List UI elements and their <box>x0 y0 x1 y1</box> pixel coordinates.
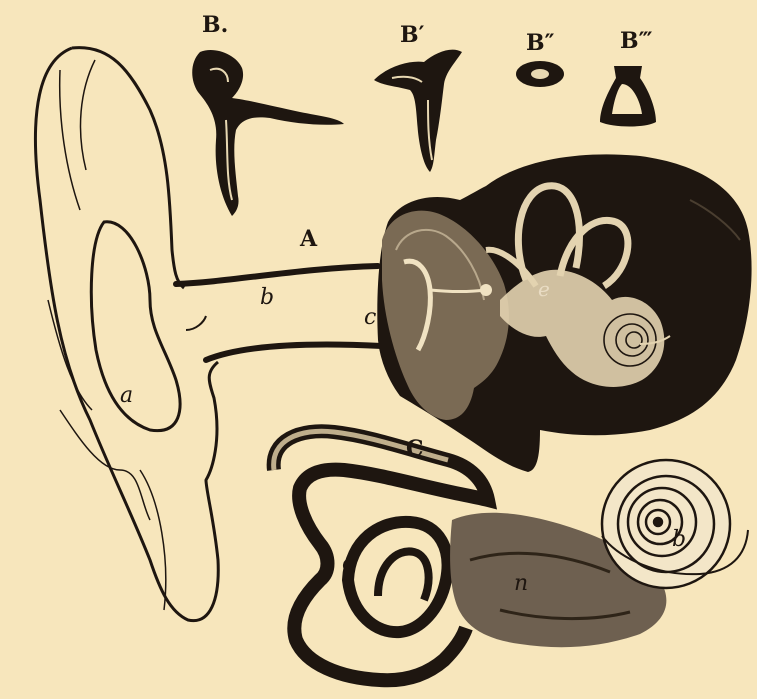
label-c-lower: c <box>364 305 376 330</box>
malleus-b <box>192 50 344 216</box>
outer-ear <box>35 48 218 621</box>
stapes-b3 <box>600 66 656 127</box>
label-a-lower: a <box>120 383 133 408</box>
incus-b1 <box>374 50 462 172</box>
label-b-triple-prime: B‴ <box>620 28 653 54</box>
label-b: B. <box>202 12 228 38</box>
label-c-upper: C <box>406 436 424 462</box>
label-b-cochlea: b <box>672 527 686 552</box>
label-c-canal: c <box>342 551 354 576</box>
label-b-double-prime: B″ <box>526 30 555 56</box>
label-b-prime: B′ <box>400 22 425 48</box>
auditory-canal <box>176 266 382 360</box>
label-n: n <box>514 571 528 596</box>
temporal-bone <box>377 154 751 472</box>
label-a-upper: A <box>299 226 318 252</box>
label-e: e <box>538 277 550 301</box>
lenticular-b2 <box>516 61 564 87</box>
label-b-lower: b <box>260 285 274 310</box>
